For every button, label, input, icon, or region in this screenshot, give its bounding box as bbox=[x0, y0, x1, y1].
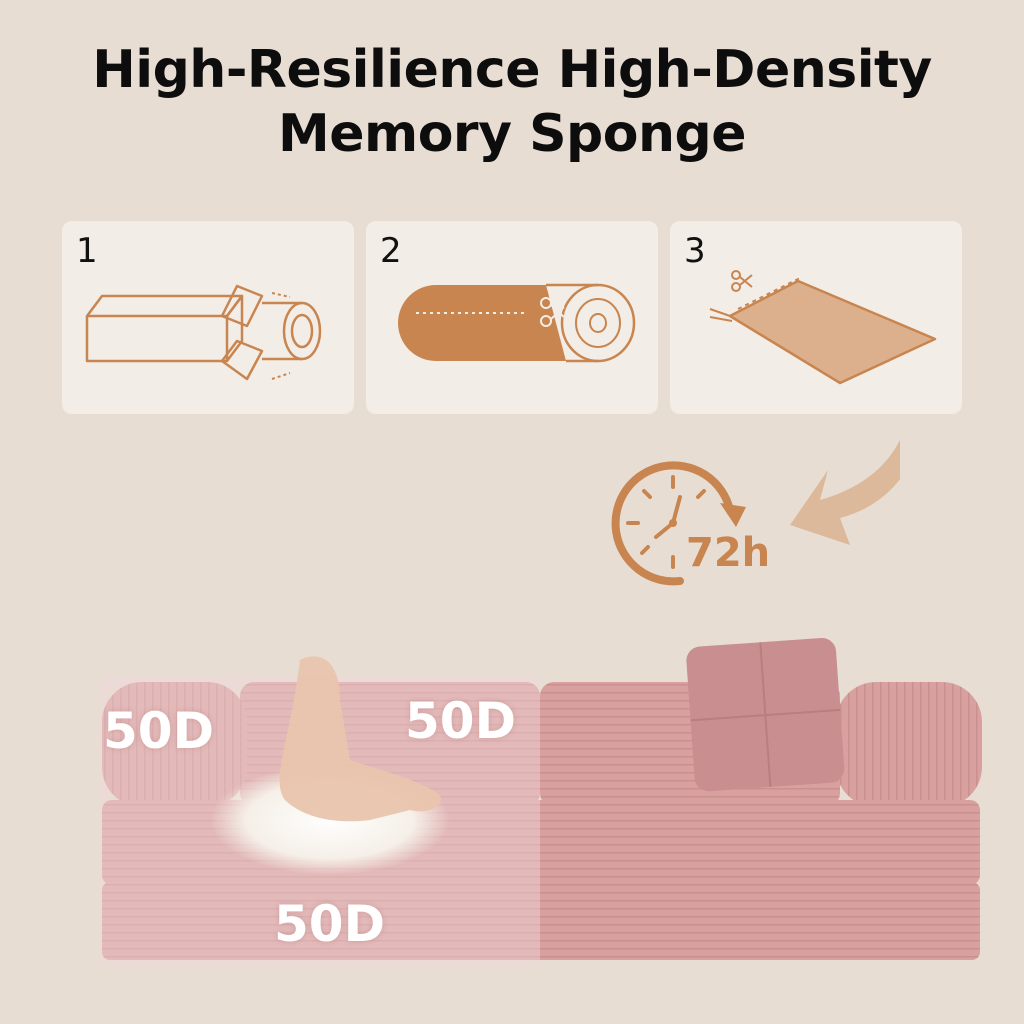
density-label-back-middle: 50D bbox=[405, 692, 517, 750]
peel-bag-icon bbox=[709, 270, 937, 385]
step-number-1: 1 bbox=[76, 231, 98, 271]
step-card-3: 3 bbox=[670, 221, 962, 414]
density-label-bottom: 50D bbox=[274, 895, 386, 953]
page-title: High-Resilience High-Density Memory Spon… bbox=[0, 38, 1024, 166]
title-line-2: Memory Sponge bbox=[278, 104, 746, 164]
scissors-icon bbox=[540, 297, 565, 327]
step-card-1: 1 bbox=[62, 221, 354, 414]
unroll-package-icon bbox=[85, 284, 322, 381]
cut-wrap-icon bbox=[398, 283, 636, 363]
step-number-3: 3 bbox=[684, 231, 706, 271]
clock-icon bbox=[611, 461, 746, 586]
title-line-1: High-Resilience High-Density bbox=[92, 40, 932, 100]
pillow bbox=[686, 638, 845, 792]
scissors-icon bbox=[731, 270, 753, 292]
curved-arrow-icon bbox=[790, 439, 900, 545]
density-label-back-left: 50D bbox=[103, 702, 215, 760]
step-card-2: 2 bbox=[366, 221, 658, 414]
step-number-2: 2 bbox=[380, 231, 402, 271]
timer-label: 72h bbox=[686, 530, 771, 576]
sofa-image bbox=[100, 638, 982, 965]
